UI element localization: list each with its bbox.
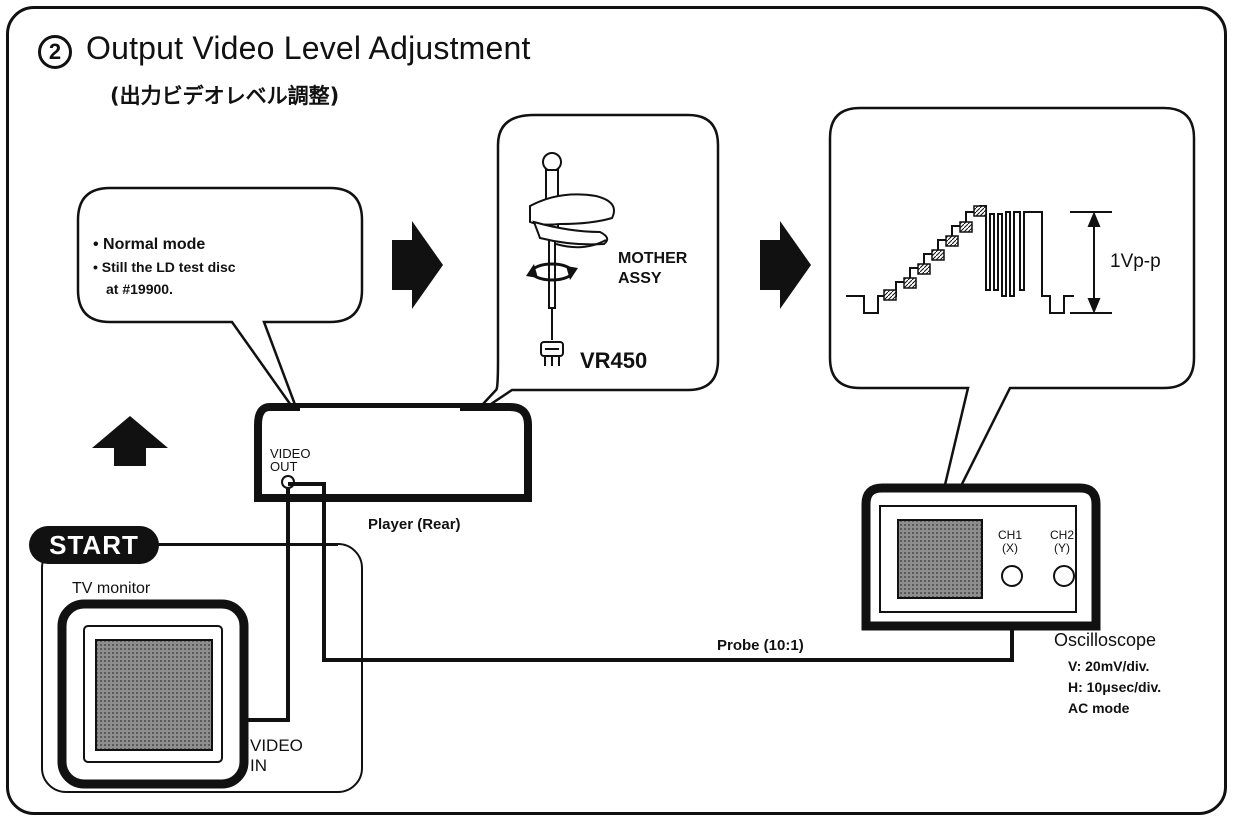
condition-line-3: at #19900. xyxy=(106,281,173,297)
adjustment-location-line-2: ASSY xyxy=(618,270,662,287)
start-connector-line xyxy=(158,544,338,546)
step-number-badge: 2 xyxy=(38,35,72,69)
waveform-balloon xyxy=(828,106,1196,549)
oscilloscope-unit xyxy=(861,483,1101,631)
video-in-label-line-1: VIDEO xyxy=(250,736,303,755)
condition-line-2: • Still the LD test disc xyxy=(93,259,236,275)
page-title: Output Video Level Adjustment xyxy=(86,30,531,66)
ch2-input-jack[interactable] xyxy=(1053,565,1075,587)
ch1-label-line-2: (X) xyxy=(1002,541,1018,555)
potentiometer-icon xyxy=(540,341,564,366)
arrow-right-icon xyxy=(760,221,811,309)
adjustment-location-line-1: MOTHER xyxy=(618,250,688,267)
diagram-frame xyxy=(6,6,1227,815)
condition-line-1: • Normal mode xyxy=(93,236,206,253)
video-in-label-line-2: IN xyxy=(250,756,267,775)
probe-label: Probe (10:1) xyxy=(717,637,804,654)
hand-icon xyxy=(529,193,615,249)
oscilloscope-setting-horizontal: H: 10μsec/div. xyxy=(1068,679,1162,695)
oscilloscope-setting-mode: AC mode xyxy=(1068,700,1130,716)
tv-monitor xyxy=(57,599,249,789)
oscilloscope-caption: Oscilloscope xyxy=(1054,630,1157,650)
video-out-label-line-2: OUT xyxy=(270,459,298,474)
oscilloscope-setting-vertical: V: 20mV/div. xyxy=(1068,658,1150,674)
tv-monitor-caption: TV monitor xyxy=(72,580,151,597)
page-subtitle: (出力ビデオレベル調整) xyxy=(110,84,340,108)
arrow-right-icon xyxy=(392,221,443,309)
arrow-up-icon xyxy=(92,416,168,466)
video-cable xyxy=(240,482,1014,722)
adjustment-balloon xyxy=(469,113,720,420)
amplitude-dimension xyxy=(1070,211,1112,314)
ch2-label-line-1: CH2 xyxy=(1050,528,1075,542)
rotate-arrows-icon xyxy=(526,262,578,282)
player-caption: Player (Rear) xyxy=(368,516,461,533)
player-unit xyxy=(254,403,532,502)
ch2-label-line-2: (Y) xyxy=(1054,541,1070,555)
ch1-label-line-1: CH1 xyxy=(998,528,1023,542)
adjustment-control-label: VR450 xyxy=(580,348,648,373)
ch1-input-jack[interactable] xyxy=(1001,565,1023,587)
amplitude-label: 1Vp-p xyxy=(1110,251,1161,272)
colorburst-marks xyxy=(883,205,987,301)
condition-balloon xyxy=(76,186,364,419)
start-badge: START xyxy=(29,526,159,564)
video-out-label-line-1: VIDEO xyxy=(270,446,311,461)
